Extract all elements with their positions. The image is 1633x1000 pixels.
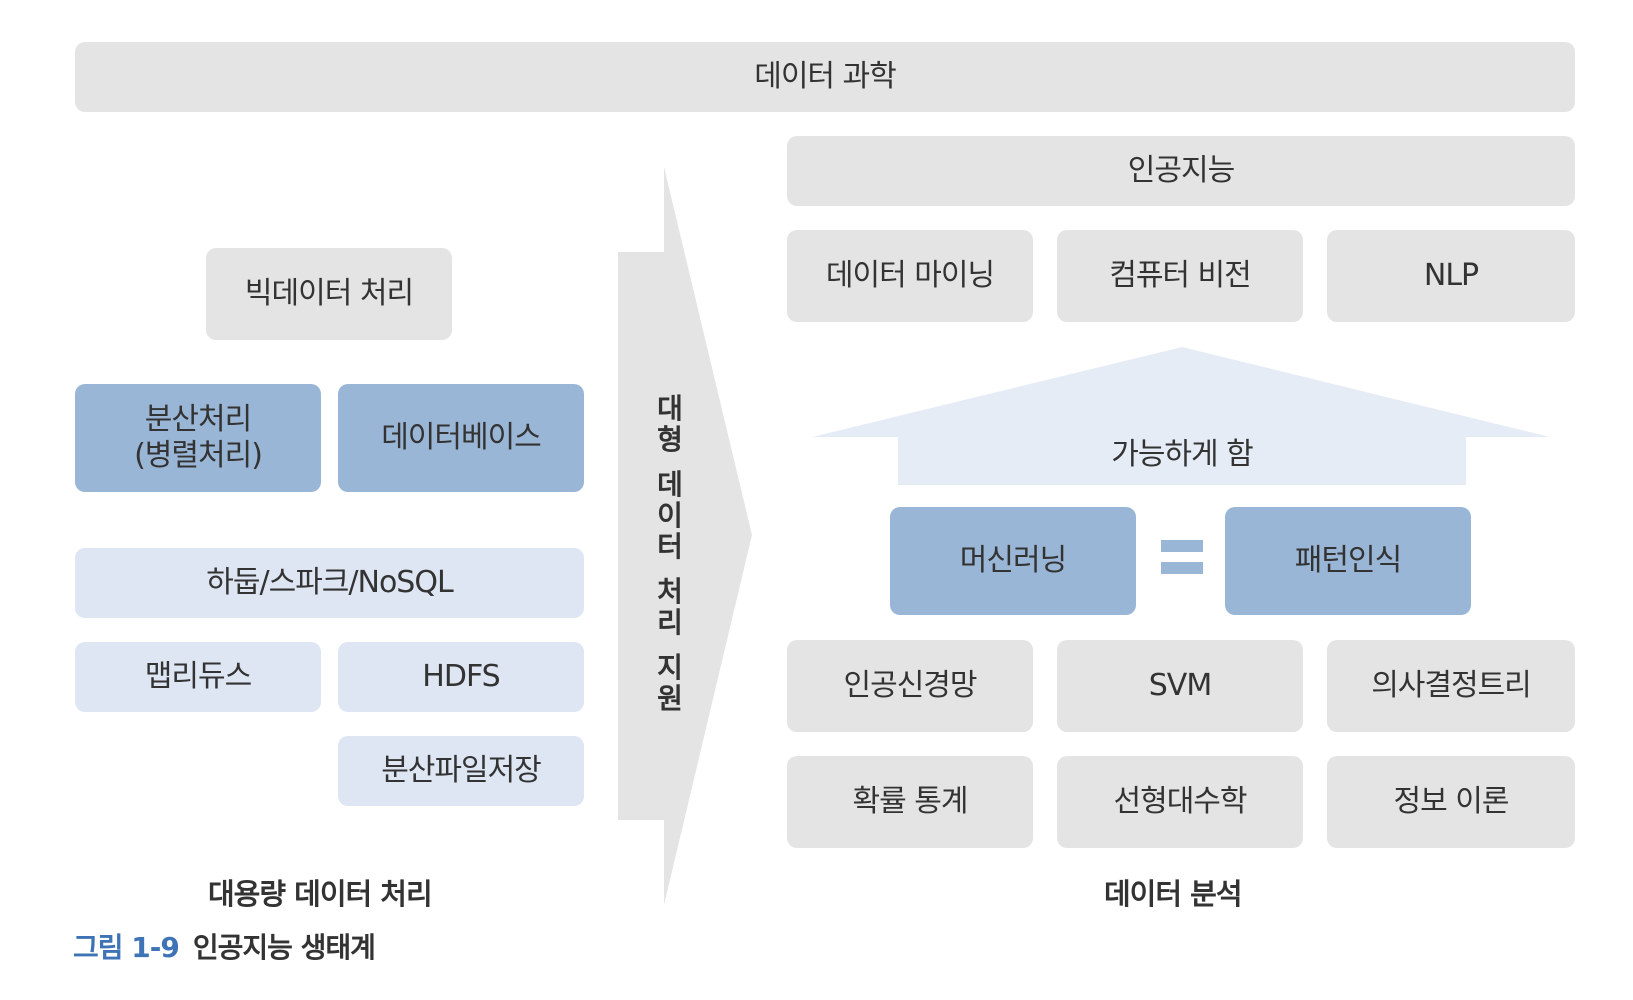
right-caption: 데이터 분석: [1104, 877, 1242, 911]
mapreduce-box: 맵리듀스: [75, 642, 321, 712]
enable-up-arrow: [812, 347, 1550, 485]
support-arrow: [618, 167, 752, 905]
hadoop-spark-nosql-box: 하둡/스파크/NoSQL: [75, 548, 584, 618]
distributed-file-storage-box: 분산파일저장: [338, 736, 584, 806]
nlp-box: NLP: [1327, 230, 1575, 322]
data-mining-box: 데이터 마이닝: [787, 230, 1033, 322]
equals-sign-top: [1161, 540, 1203, 552]
information-theory-box: 정보 이론: [1327, 756, 1575, 848]
computer-vision-box: 컴퓨터 비전: [1057, 230, 1303, 322]
linear-algebra-box: 선형대수학: [1057, 756, 1303, 848]
figure-caption: 그림 1-9 인공지능 생태계: [73, 926, 376, 966]
neural-network-box: 인공신경망: [787, 640, 1033, 732]
database-box: 데이터베이스: [338, 384, 584, 492]
distributed-processing-box: 분산처리 (병렬처리): [75, 384, 321, 492]
svm-box: SVM: [1057, 640, 1303, 732]
pattern-recognition-box: 패턴인식: [1225, 507, 1471, 615]
decision-tree-box: 의사결정트리: [1327, 640, 1575, 732]
bigdata-processing-box: 빅데이터 처리: [206, 248, 452, 340]
figure-title: 인공지능 생태계: [192, 931, 376, 964]
hdfs-box: HDFS: [338, 642, 584, 712]
probability-statistics-box: 확률 통계: [787, 756, 1033, 848]
ai-box: 인공지능: [787, 136, 1575, 206]
enable-label: 가능하게 함: [1111, 437, 1254, 472]
equals-sign-bottom: [1161, 562, 1203, 574]
left-caption: 대용량 데이터 처리: [208, 877, 433, 911]
machine-learning-box: 머신러닝: [890, 507, 1136, 615]
figure-number: 그림 1-9: [73, 931, 180, 964]
data-science-banner: 데이터 과학: [75, 42, 1575, 112]
